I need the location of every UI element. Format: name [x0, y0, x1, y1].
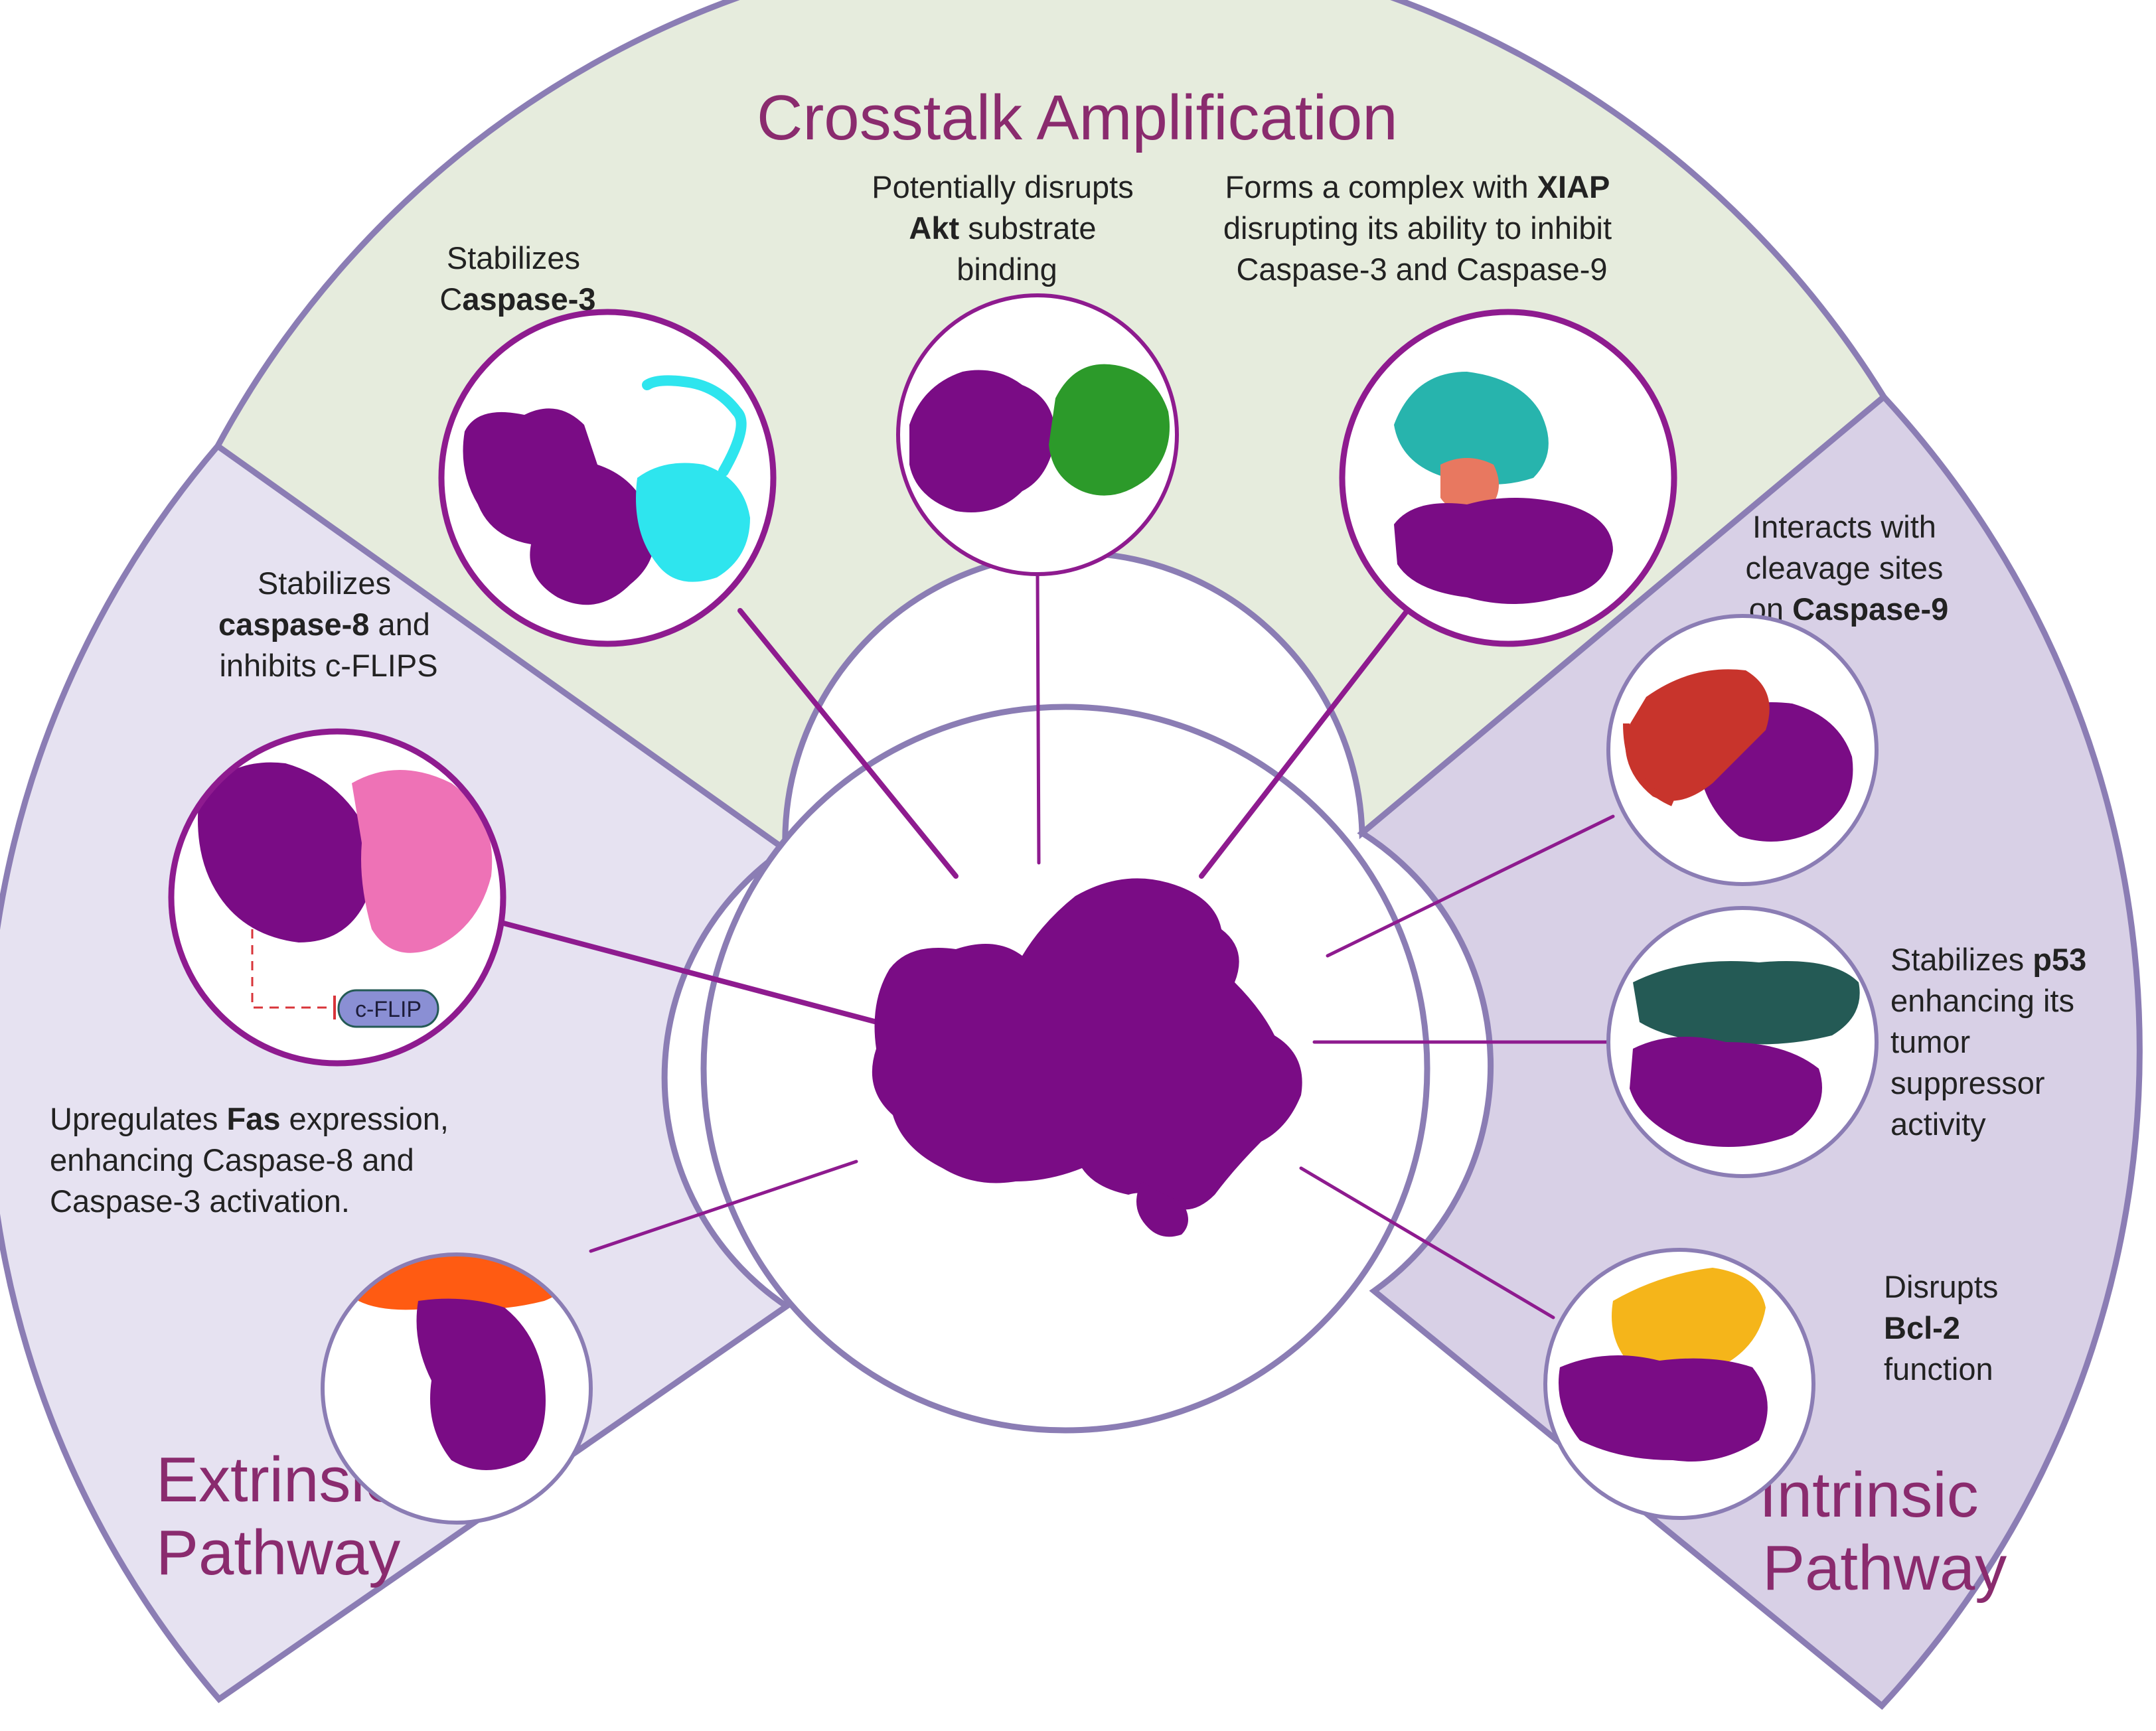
protein-main-surface	[1394, 498, 1613, 604]
circle-p53	[1606, 906, 1879, 1178]
annotation-akt: Potentially disrupts Akt substrate bindi…	[872, 169, 1142, 287]
protein-green-surface	[1049, 364, 1170, 496]
protein-main-surface	[463, 408, 654, 605]
circle-caspase8: c-FLIP	[168, 728, 506, 1067]
protein-pink-surface	[352, 770, 493, 953]
protein-salmon-surface	[1440, 458, 1499, 513]
annotation-caspase8: Stabilizes caspase-8 and inhibits c-FLIP…	[218, 565, 439, 683]
central-protein	[872, 878, 1302, 1237]
annotation-xiap: Forms a complex with XIAP disrupting its…	[1223, 169, 1620, 287]
protein-teal-surface	[1394, 372, 1549, 485]
annotation-bcl2: Disrupts Bcl-2 function	[1884, 1269, 2007, 1387]
intrinsic-title-line2: Pathway	[1762, 1533, 2007, 1604]
extrinsic-title-line2: Pathway	[156, 1517, 400, 1588]
crosstalk-title: Crosstalk Amplification	[757, 82, 1398, 153]
protein-main-surface	[1630, 1037, 1822, 1147]
protein-red-ring	[1623, 723, 1675, 806]
protein-yellow-surface	[1612, 1268, 1766, 1374]
circle-caspase9	[1606, 614, 1879, 886]
connector-xiap	[1199, 608, 1410, 879]
connector-akt	[1036, 572, 1041, 865]
connector-caspase8	[499, 920, 892, 1028]
protein-cyan-surface	[636, 463, 750, 582]
protein-main-surface	[909, 370, 1055, 512]
circle-fas	[321, 1252, 593, 1525]
connector-fas	[589, 1160, 858, 1253]
annotation-caspase9: Interacts with cleavage sites on Caspase…	[1746, 509, 1952, 627]
connector-bcl2	[1299, 1166, 1555, 1319]
annotation-fas: Upregulates Fas expression, enhancing Ca…	[50, 1101, 457, 1219]
protein-darkteal-surface	[1633, 961, 1860, 1045]
inhibition-arrow	[251, 929, 332, 1009]
circle-caspase3	[438, 309, 777, 647]
protein-main-surface	[198, 762, 370, 942]
annotation-p53: Stabilizes p53 enhancing its tumor suppr…	[1890, 942, 2095, 1142]
protein-red-surface	[1625, 669, 1770, 801]
circle-bcl2	[1543, 1248, 1815, 1520]
connectors	[499, 572, 1615, 1319]
cflip-pill	[337, 989, 439, 1028]
protein-cyan-tail	[642, 375, 747, 477]
circle-akt	[896, 293, 1179, 576]
central-protein-surface	[872, 878, 1302, 1210]
annotation-caspase3: Stabilizes Caspase-3	[439, 240, 595, 317]
intrinsic-title-line1: Intrinsic	[1759, 1460, 1979, 1531]
cflip-label: c-FLIP	[355, 997, 422, 1022]
intrinsic-title: Intrinsic Pathway	[1759, 1460, 2007, 1604]
circle-xiap	[1339, 309, 1677, 647]
connector-caspase3	[737, 608, 959, 879]
central-protein-tail	[1136, 1181, 1188, 1237]
protein-main-surface	[416, 1298, 546, 1470]
protein-main-surface	[1559, 1355, 1768, 1462]
connector-caspase9	[1326, 814, 1615, 958]
